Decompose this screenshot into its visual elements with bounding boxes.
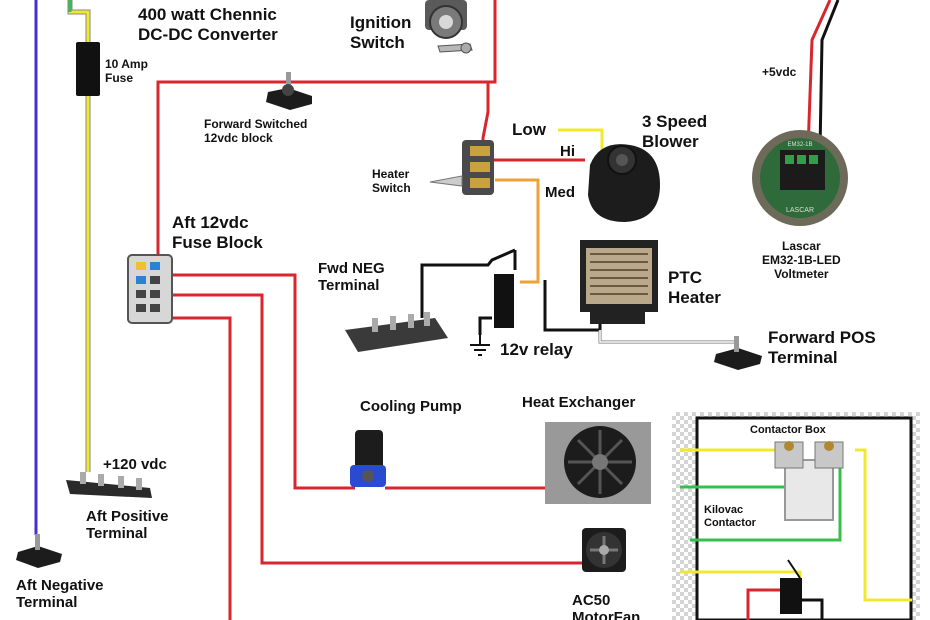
relay-image [470, 274, 514, 356]
forward-switched-block-label: Forward Switched 12vdc block [204, 117, 308, 145]
red-wires [156, 0, 832, 620]
contactor-box-label: Contactor Box [750, 424, 826, 436]
heat-exchanger-image [545, 422, 651, 504]
ptc-heater-label: PTC Heater [668, 268, 721, 307]
aft-positive-terminal-label: Aft Positive Terminal [86, 508, 169, 543]
hi-label: Hi [560, 143, 575, 160]
aft-fuse-block-label: Aft 12vdc Fuse Block [172, 213, 263, 252]
forward-pos-terminal-image [714, 336, 762, 370]
contactor-wires [680, 448, 912, 602]
contactor-relay-image [780, 559, 802, 614]
ac50-motorfan-image [582, 528, 626, 572]
heat-exchanger-label: Heat Exchanger [522, 394, 636, 411]
orange-wire-med [495, 178, 540, 284]
ac50-motorfan-label: AC50 MotorFan [572, 592, 641, 620]
cooling-pump-image [350, 430, 386, 487]
voltmeter-label: Lascar EM32-1B-LED Voltmeter [762, 239, 841, 281]
med-label: Med [545, 184, 575, 201]
white-wire [598, 330, 738, 350]
yellow-wire-120v [67, 0, 91, 472]
voltmeter-face-bottom-text: LASCAR [786, 207, 814, 214]
heater-switch-label: Heater Switch [372, 167, 411, 195]
fuse-10a-label: 10 Amp Fuse [105, 57, 148, 85]
kilovac-contactor-label: Kilovac Contactor [704, 504, 756, 529]
forward-pos-terminal-label: Forward POS Terminal [768, 328, 876, 367]
plus120vdc-label: +120 vdc [103, 456, 167, 473]
fuse-10a [76, 42, 100, 96]
aft-fuse-block-image [127, 254, 173, 324]
plus5vdc-label: +5vdc [762, 65, 797, 79]
aft-negative-terminal-image [16, 534, 62, 568]
ptc-heater-image [580, 240, 658, 324]
heater-switch-image [429, 140, 494, 195]
voltmeter-image: EM32-1B LASCAR [752, 130, 848, 226]
fwd-neg-bus-bar-image [345, 312, 448, 352]
ignition-switch-label: Ignition Switch [350, 13, 412, 52]
blower-label: 3 Speed Blower [642, 112, 708, 151]
aft-positive-terminal-image [66, 472, 152, 498]
blower-image [588, 144, 660, 222]
low-label: Low [512, 120, 546, 139]
converter-label: 400 watt Chennic DC-DC Converter [138, 5, 278, 44]
fwd-neg-terminal-label: Fwd NEG Terminal [318, 260, 385, 295]
relay-label: 12v relay [500, 340, 573, 359]
kilovac-contactor-image [774, 441, 844, 521]
forward-switched-block-image [266, 72, 312, 110]
ignition-switch-image [425, 0, 473, 54]
aft-negative-terminal-label: Aft Negative Terminal [16, 577, 104, 612]
cooling-pump-label: Cooling Pump [360, 398, 462, 415]
voltmeter-face-top-text: EM32-1B [787, 142, 812, 148]
